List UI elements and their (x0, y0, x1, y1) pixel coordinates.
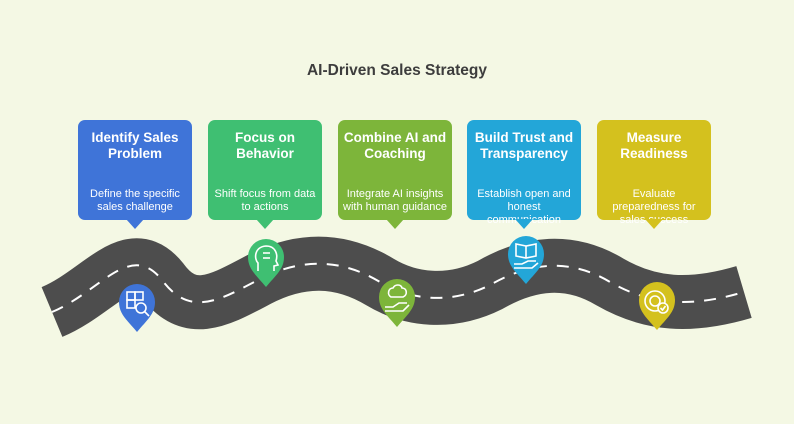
step-2-title: Focus on Behavior (235, 130, 295, 161)
step-4-card: Build Trust and Transparency Establish o… (467, 120, 581, 229)
step-2-card: Focus on Behavior Shift focus from data … (208, 120, 322, 229)
step-2-description: Shift focus from data to actions (214, 188, 316, 213)
step-2-pointer (256, 219, 274, 229)
step-5-title: Measure Readiness (620, 130, 688, 161)
target-check-icon (644, 290, 669, 314)
open-book-hand-icon (514, 243, 539, 269)
diagram-title: AI-Driven Sales Strategy (306, 62, 488, 79)
step-5-pointer (645, 219, 663, 229)
step-1-card: Identify Sales Problem Define the specif… (78, 120, 192, 229)
step-1-description: Define the specific sales challenge (90, 188, 180, 213)
step-1-title: Identify Sales Problem (91, 130, 179, 161)
step-4-title: Build Trust and Transparency (474, 130, 574, 161)
step-1-pointer (126, 219, 144, 229)
step-1-marker (119, 284, 155, 332)
step-2-marker (248, 239, 284, 287)
step-5-marker (639, 282, 675, 330)
step-3-pointer (386, 219, 404, 229)
step-5-card: Measure Readiness Evaluate preparedness … (597, 120, 711, 229)
step-3-card: Combine AI and Coaching Integrate AI ins… (338, 120, 452, 229)
step-3-marker (379, 279, 415, 327)
step-3-description: Integrate AI insights with human guidanc… (343, 188, 447, 213)
step-3-title: Combine AI and Coaching (343, 130, 447, 161)
head-checklist-icon (254, 245, 280, 271)
brain-hand-icon (385, 284, 410, 312)
step-4-pointer (515, 219, 533, 229)
puzzle-magnifier-icon (126, 291, 150, 317)
step-4-marker (508, 236, 544, 284)
